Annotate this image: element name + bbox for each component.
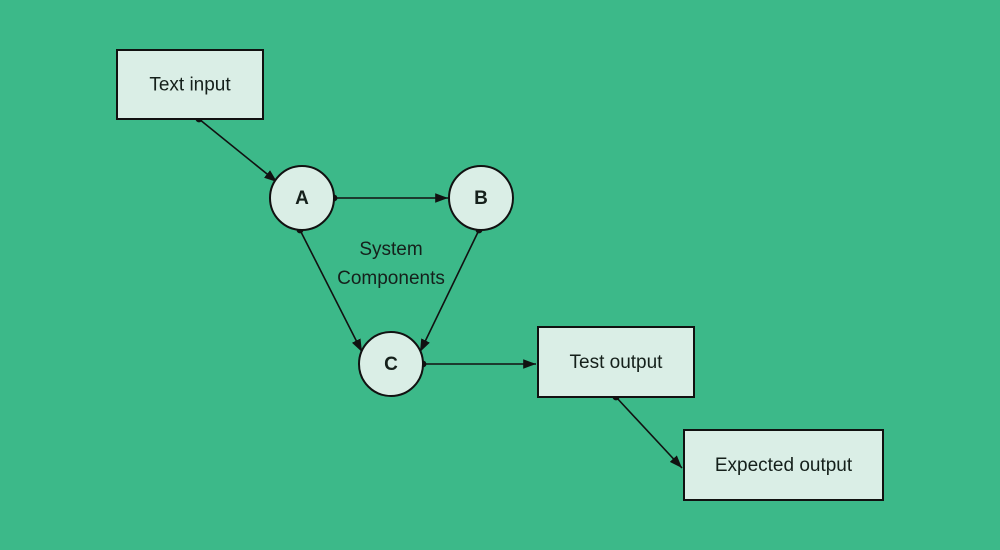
node-box-label: Text input	[149, 75, 231, 96]
node-box-label: Test output	[570, 352, 664, 373]
group-label-line-2: Components	[337, 268, 445, 289]
node-node-c[interactable]: C	[358, 331, 424, 397]
edge-text-input-to-a	[195, 115, 278, 183]
edge-c-to-test-output	[419, 359, 536, 369]
node-circle-label: A	[295, 188, 309, 209]
node-circle-shape[interactable]	[269, 165, 335, 231]
edge-a-to-c	[296, 226, 363, 353]
group-label-line-1: System	[359, 239, 422, 260]
edge-line	[615, 396, 683, 469]
node-node-a[interactable]: A	[269, 165, 335, 231]
node-node-b[interactable]: B	[448, 165, 514, 231]
edges-layer	[195, 115, 683, 469]
edge-line	[419, 229, 480, 353]
node-test-output[interactable]: Test output	[537, 326, 695, 398]
edge-line	[198, 118, 278, 183]
node-box-shape[interactable]	[116, 49, 264, 120]
edge-test-output-to-expected-output	[612, 393, 683, 469]
node-text-input[interactable]: Text input	[116, 49, 264, 120]
node-circle-shape[interactable]	[448, 165, 514, 231]
node-circle-label: B	[474, 188, 488, 209]
node-expected-output[interactable]: Expected output	[683, 429, 884, 501]
node-box-shape[interactable]	[683, 429, 884, 501]
edge-a-to-b	[330, 193, 448, 203]
edge-line	[299, 229, 363, 353]
edge-b-to-c	[419, 226, 483, 353]
node-box-label: Expected output	[715, 455, 853, 476]
node-circle-shape[interactable]	[358, 331, 424, 397]
node-circle-label: C	[384, 354, 398, 375]
node-box-shape[interactable]	[537, 326, 695, 398]
